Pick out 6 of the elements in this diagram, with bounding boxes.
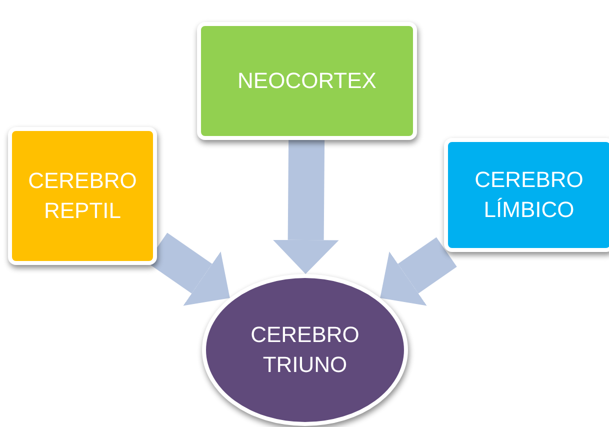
node-label: CEREBRO LÍMBICO: [474, 166, 584, 224]
block-arrow: [272, 140, 339, 274]
node-label: CEREBRO TRIUNO: [250, 321, 360, 379]
node-label: CEREBRO REPTIL: [27, 167, 138, 225]
block-arrow: [380, 237, 457, 306]
node-label: NEOCORTEX: [238, 67, 376, 96]
